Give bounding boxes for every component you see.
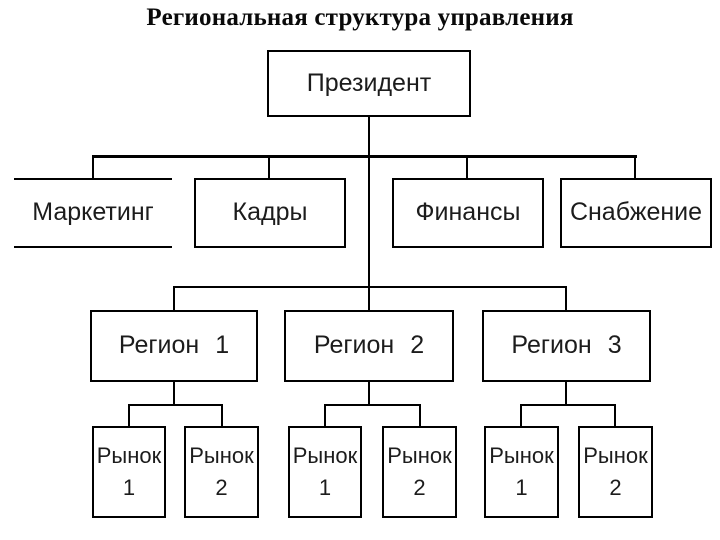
- org-box-president: Президент: [267, 50, 471, 117]
- connector-region1-stem: [173, 382, 175, 406]
- page-title: Региональная структура управления: [146, 4, 574, 31]
- org-box-region-2: Регион 2: [284, 310, 454, 382]
- market-number: 2: [609, 475, 622, 500]
- connector-region2-horizontal: [324, 404, 421, 406]
- connector-drop-marketing: [92, 158, 94, 178]
- region-number: 2: [410, 331, 425, 360]
- connector-region3-horizontal: [520, 404, 616, 406]
- connector-drop-market-3-2: [614, 406, 616, 426]
- connector-drop-supply: [634, 158, 636, 178]
- connector-region1-horizontal: [128, 404, 223, 406]
- org-box-market-1-1: Рынок 1: [92, 426, 166, 518]
- org-box-market-3-2: Рынок 2: [578, 426, 653, 518]
- org-box-dept-marketing: Маркетинг: [14, 178, 172, 248]
- connector-drop-region-1: [173, 288, 175, 310]
- market-number: 1: [318, 475, 332, 500]
- org-box-dept-label: Маркетинг: [32, 198, 154, 227]
- org-box-market-1-2: Рынок 2: [184, 426, 259, 518]
- org-box-dept-supply: Снабжение: [560, 178, 712, 248]
- market-name: Рынок: [189, 443, 254, 468]
- region-name: Регион: [118, 331, 200, 360]
- org-box-dept-label: Кадры: [232, 198, 308, 227]
- connector-region3-stem: [565, 382, 567, 406]
- connector-drop-market-2-1: [324, 406, 326, 426]
- org-box-region-3: Регион 3: [482, 310, 651, 382]
- org-box-dept-label: Финансы: [415, 198, 521, 227]
- connector-drop-hr: [268, 158, 270, 178]
- connector-drop-market-1-1: [128, 406, 130, 426]
- org-box-region-1: Регион 1: [90, 310, 258, 382]
- market-number: 2: [215, 475, 228, 500]
- org-box-president-label: Президент: [306, 68, 432, 97]
- connector-drop-finance: [466, 158, 468, 178]
- org-box-dept-label: Снабжение: [569, 198, 703, 227]
- region-name: Регион: [511, 331, 592, 360]
- region-number: 3: [607, 331, 622, 360]
- org-box-market-2-2: Рынок 2: [382, 426, 457, 518]
- connector-drop-market-2-2: [419, 406, 421, 426]
- market-name: Рынок: [292, 443, 358, 468]
- market-number: 1: [122, 475, 136, 500]
- market-name: Рынок: [489, 443, 554, 468]
- org-box-dept-hr: Кадры: [194, 178, 346, 248]
- market-name: Рынок: [96, 443, 162, 468]
- market-name: Рынок: [583, 443, 648, 468]
- connector-departments-horizontal: [92, 155, 637, 158]
- org-box-market-3-1: Рынок 1: [484, 426, 559, 518]
- region-number: 1: [215, 331, 230, 360]
- org-box-dept-finance: Финансы: [392, 178, 544, 248]
- market-number: 2: [413, 475, 426, 500]
- connector-regions-horizontal: [173, 286, 567, 288]
- connector-drop-market-3-1: [520, 406, 522, 426]
- market-name: Рынок: [387, 443, 452, 468]
- org-box-market-2-1: Рынок 1: [288, 426, 362, 518]
- region-name: Регион: [313, 331, 395, 360]
- connector-drop-region-3: [565, 288, 567, 310]
- connector-drop-market-1-2: [221, 406, 223, 426]
- connector-region2-stem: [368, 382, 370, 406]
- market-number: 1: [515, 475, 528, 500]
- connector-root-vertical: [368, 117, 370, 310]
